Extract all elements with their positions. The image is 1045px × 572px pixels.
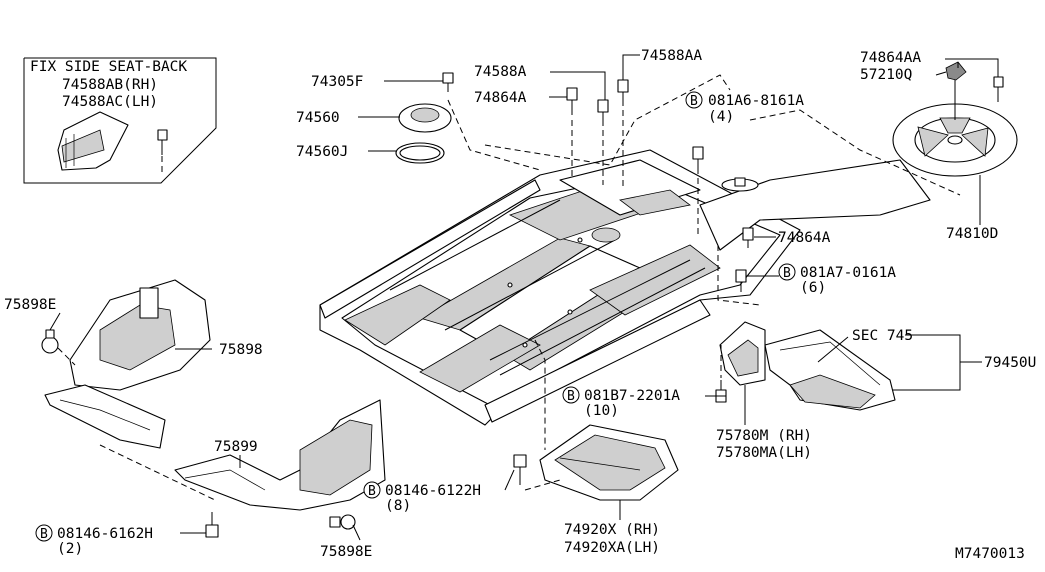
bolt-symbol-081B7: B [562, 386, 580, 404]
label-081A7-0161A: 081A7-0161A [800, 265, 896, 281]
bolt-081B7-icon [715, 380, 727, 403]
label-75898E-bottom: 75898E [320, 544, 372, 560]
label-081B7-2201A: 081B7-2201A [584, 388, 680, 404]
label-08146-6162H-qty: (2) [57, 541, 83, 557]
svg-text:B: B [40, 527, 48, 542]
plug-74305F-drawing [442, 72, 454, 92]
bolt-08146-6122H-icon [513, 454, 527, 485]
seat-back-bracket-drawing [57, 111, 129, 171]
ring-74560J-drawing [395, 142, 445, 164]
label-08146-6122H: 08146-6122H [385, 483, 481, 499]
bolt-081A6-icon [692, 146, 704, 174]
cover-74560-drawing [398, 103, 452, 133]
bolt-08146-6162H-icon [205, 512, 219, 538]
inset-line-lh: 74588AC(LH) [62, 94, 158, 110]
svg-text:B: B [690, 94, 698, 109]
label-081A6-qty: (4) [708, 109, 734, 125]
inset-seat-back-box: FIX SIDE SEAT-BACK 74588AB(RH) 74588AC(L… [23, 57, 217, 184]
spare-tire-drawing [892, 103, 1018, 177]
cover-75898-drawing [44, 279, 211, 449]
label-74588A: 74588A [474, 64, 527, 80]
label-74864AA: 74864AA [860, 50, 921, 66]
bolt-74864A-top-icon [566, 87, 578, 115]
label-sec-745: SEC 745 [852, 328, 913, 344]
svg-text:B: B [783, 266, 791, 281]
cover-74920X-drawing [539, 424, 679, 501]
label-081B7-qty: (10) [584, 403, 619, 419]
label-08146-6122H-qty: (8) [385, 498, 411, 514]
diagram-id: M7470013 [955, 546, 1025, 562]
label-75780MA: 75780MA(LH) [716, 445, 812, 461]
bolt-74588AA-icon [617, 79, 629, 106]
bracket-75780M-drawing [719, 321, 766, 386]
label-75898E-top: 75898E [4, 297, 56, 313]
bolt-symbol-08146-6122H: B [363, 481, 381, 499]
label-74920XA: 74920XA(LH) [564, 540, 660, 556]
bolt-symbol-081A7: B [778, 263, 796, 281]
leader-lines [49, 54, 999, 541]
label-74560J: 74560J [296, 144, 348, 160]
part-labels: 74305F 74560 74560J 74588A 74864A 74588A… [4, 48, 1036, 562]
bolt-74864A-right-icon [742, 227, 754, 248]
label-74560: 74560 [296, 110, 340, 126]
svg-text:B: B [368, 484, 376, 499]
label-79450U: 79450U [984, 355, 1036, 371]
label-57210Q: 57210Q [860, 67, 912, 83]
cover-75899-drawing [174, 399, 386, 511]
label-74920X: 74920X (RH) [564, 522, 660, 538]
tire-clamp-drawing [945, 61, 967, 120]
label-08146-6162H: 08146-6162H [57, 526, 153, 542]
grommet-75898E-top-icon [41, 329, 59, 354]
label-081A6-8161A: 081A6-8161A [708, 93, 804, 109]
label-75780M: 75780M (RH) [716, 428, 812, 444]
label-081A7-qty: (6) [800, 280, 826, 296]
bolt-74588A-icon [597, 99, 609, 126]
tire-bolt-icon [993, 76, 1004, 102]
label-74864A-right: 74864A [778, 230, 831, 246]
label-75898: 75898 [219, 342, 263, 358]
bolt-symbol-081A6: B [685, 91, 703, 109]
label-74864A-top: 74864A [474, 90, 527, 106]
member-79450U-drawing [764, 329, 896, 411]
label-74588AA: 74588AA [641, 48, 702, 64]
label-74810D: 74810D [946, 226, 998, 242]
grommet-75898E-bottom-icon [329, 514, 356, 530]
svg-text:B: B [567, 389, 575, 404]
label-75899: 75899 [214, 439, 258, 455]
floor-panel-drawing [319, 149, 931, 426]
bolt-symbol-08146-6162H: B [35, 524, 53, 542]
inset-title: FIX SIDE SEAT-BACK [30, 59, 187, 75]
inset-line-rh: 74588AB(RH) [62, 77, 158, 93]
inset-bolt-icon [157, 129, 168, 155]
label-74305F: 74305F [311, 74, 363, 90]
